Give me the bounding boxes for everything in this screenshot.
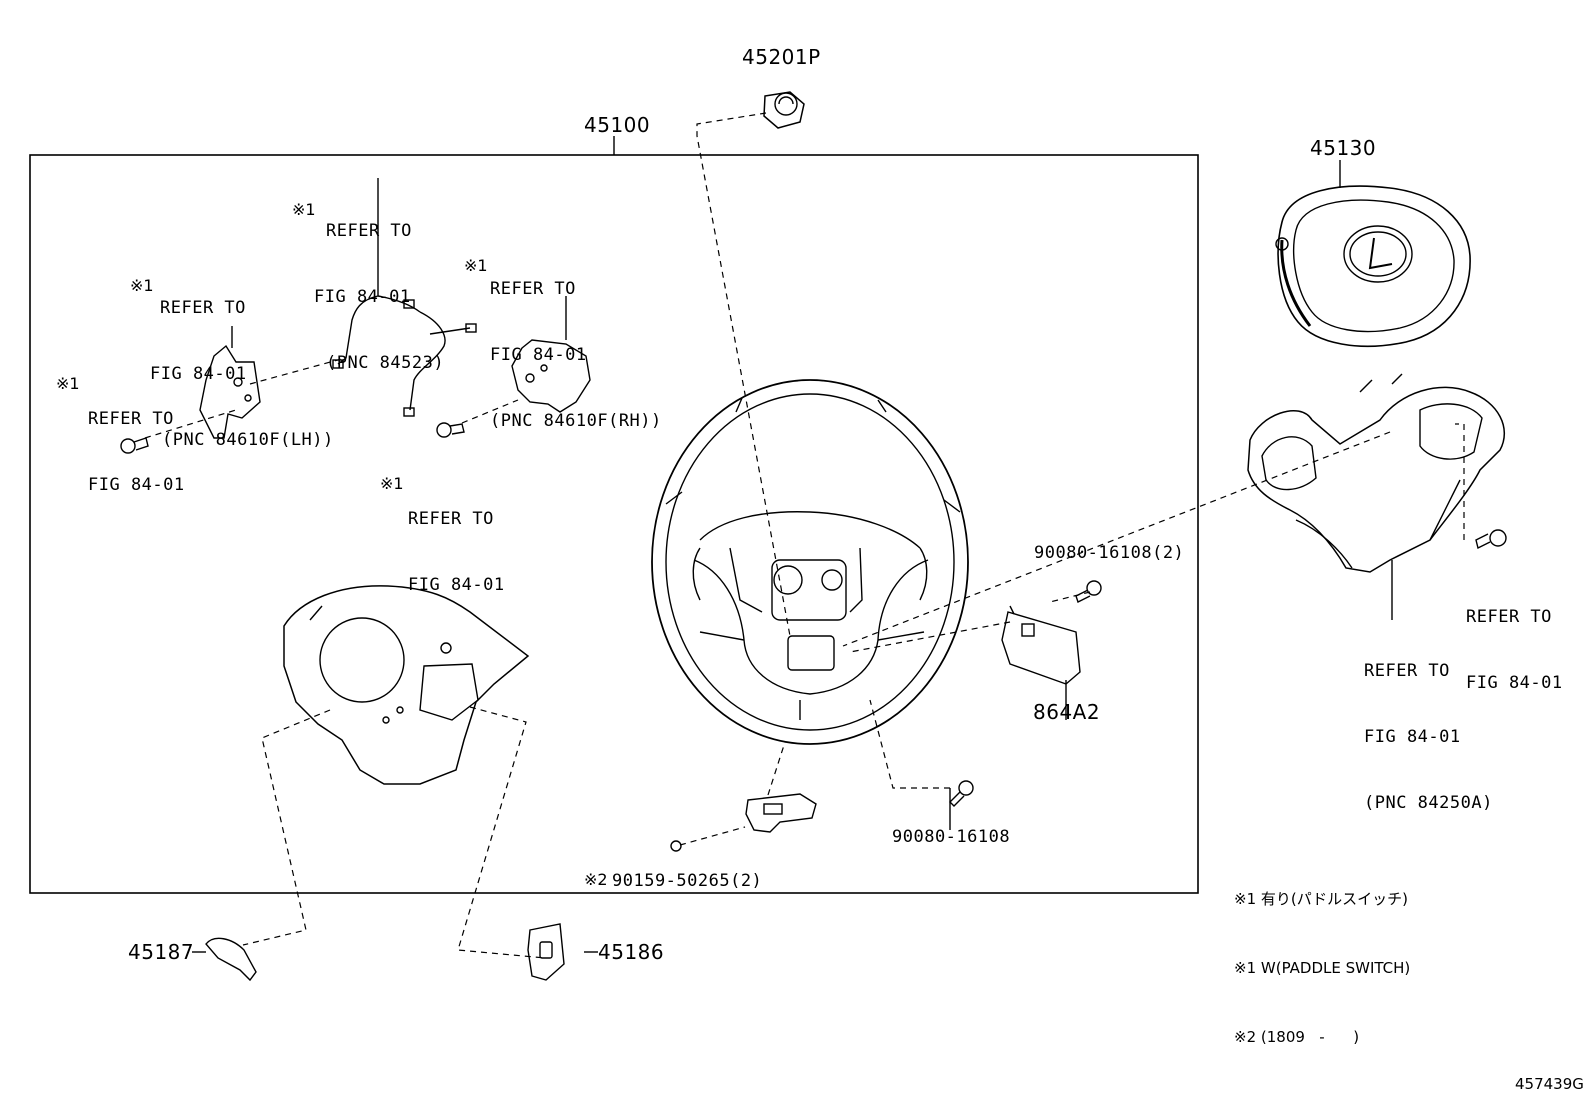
- refer-switch: REFER TO FIG 84-01 (PNC 84250A): [1364, 616, 1493, 836]
- harness-drawing: [332, 295, 477, 417]
- refer-paddle-lh-line-1: REFER TO: [160, 298, 246, 318]
- refer-screw-mid-line-2: FIG 84-01: [408, 575, 505, 595]
- mark-1-paddle-lh: ※1: [130, 276, 154, 295]
- refer-paddle-lh-line-2: FIG 84-01: [150, 364, 247, 384]
- screw-left-drawing: [120, 437, 149, 454]
- refer-screw-left-line-2: FIG 84-01: [88, 475, 185, 495]
- refer-harness: REFER TO FIG 84-01 (PNC 84523): [314, 176, 444, 396]
- paddle-lh-drawing: [199, 344, 261, 439]
- screw-90159-drawing: [670, 840, 682, 852]
- part-number-90159-50265: 90159-50265(2): [612, 871, 763, 891]
- mark-1-screw-left: ※1: [56, 374, 80, 393]
- steering-wheel-drawing: [651, 379, 969, 745]
- screw-90080-drawing: [949, 780, 974, 807]
- refer-screw-mid-line-1: REFER TO: [408, 509, 494, 529]
- refer-harness-line-1: REFER TO: [326, 221, 412, 241]
- footnotes: ※1 有り(パドルスイッチ) ※1 W(PADDLE SWITCH) ※2 (1…: [1234, 842, 1410, 1072]
- part-number-90080-16108: 90080-16108: [892, 827, 1011, 847]
- footnote-1: ※1 有り(パドルスイッチ): [1234, 890, 1409, 908]
- airbag-45130-drawing: [1275, 185, 1471, 348]
- mark-1-harness: ※1: [292, 200, 316, 219]
- refer-switch-line-2: FIG 84-01: [1364, 727, 1461, 747]
- mark-1-paddle-rh: ※1: [464, 256, 488, 275]
- mark-2-90159: ※2: [584, 870, 608, 889]
- paddle-rh-drawing: [511, 339, 591, 413]
- nut-45201p-drawing: [763, 91, 805, 129]
- refer-paddle-lh-line-3: (PNC 84610F(LH)): [162, 430, 334, 450]
- part-number-45201p: 45201P: [742, 45, 821, 69]
- refer-screw-mid: REFER TO FIG 84-01: [408, 464, 505, 618]
- footnote-2: ※1 W(PADDLE SWITCH): [1234, 959, 1411, 977]
- refer-screw-right-line-2: FIG 84-01: [1466, 673, 1563, 693]
- bracket-90159-drawing: [745, 793, 817, 833]
- part-number-45100: 45100: [584, 113, 651, 137]
- part-number-45130: 45130: [1310, 136, 1377, 160]
- refer-switch-line-1: REFER TO: [1364, 661, 1450, 681]
- cover-45187-drawing: [205, 937, 257, 982]
- rear-cover-drawing: [283, 585, 530, 785]
- refer-paddle-rh: REFER TO FIG 84-01 (PNC 84610F(RH)): [490, 234, 662, 454]
- screw-mid-drawing: [436, 422, 465, 438]
- steering-switch-drawing: [1247, 373, 1505, 573]
- module-864a2-drawing: [1001, 605, 1081, 685]
- screw-90080-2-drawing: [1075, 580, 1102, 603]
- refer-paddle-rh-line-2: FIG 84-01: [490, 345, 587, 365]
- mark-1-screw-mid: ※1: [380, 474, 404, 493]
- refer-harness-line-2: FIG 84-01: [314, 287, 411, 307]
- figure-id: 457439G: [1515, 1075, 1584, 1093]
- part-number-45187: 45187: [128, 940, 195, 964]
- cover-45186-drawing: [527, 923, 565, 981]
- refer-paddle-rh-line-3: (PNC 84610F(RH)): [490, 411, 662, 431]
- refer-harness-line-3: (PNC 84523): [326, 353, 445, 373]
- refer-screw-right-line-1: REFER TO: [1466, 607, 1552, 627]
- refer-paddle-lh: REFER TO FIG 84-01 (PNC 84610F(LH)): [150, 253, 334, 473]
- refer-screw-right: REFER TO FIG 84-01: [1466, 562, 1563, 716]
- refer-screw-left-line-1: REFER TO: [88, 409, 174, 429]
- part-number-864a2: 864A2: [1033, 700, 1101, 724]
- screw-right-drawing: [1475, 529, 1507, 550]
- refer-screw-left: REFER TO FIG 84-01: [88, 364, 185, 518]
- part-number-90080-16108-2: 90080-16108(2): [1034, 543, 1185, 563]
- part-number-45186: 45186: [598, 940, 665, 964]
- refer-switch-line-3: (PNC 84250A): [1364, 793, 1493, 813]
- footnote-3: ※2 (1809 - ): [1234, 1028, 1360, 1046]
- refer-paddle-rh-line-1: REFER TO: [490, 279, 576, 299]
